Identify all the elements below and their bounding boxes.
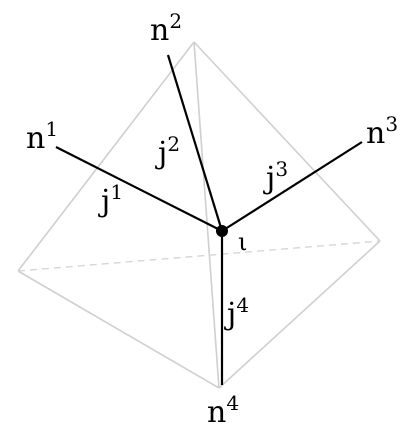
- tetra-edge-left-bottom: [17, 270, 220, 389]
- node-dot: [216, 225, 228, 237]
- tetra-edge-hidden: [17, 240, 381, 272]
- link-1: [55, 146, 223, 232]
- vertex-label-3: n3: [366, 112, 398, 151]
- tetrahedron-outline: [17, 41, 381, 389]
- vertex-label-1: n1: [26, 117, 58, 156]
- vertex-label-2: n2: [150, 9, 182, 48]
- edge-label-2: j2: [155, 132, 180, 171]
- tetra-edge-right-bottom: [218, 240, 381, 389]
- node-label-iota: ι: [238, 228, 247, 256]
- edge-label-3: j3: [263, 157, 288, 196]
- edge-label-1: j1: [98, 180, 123, 219]
- link-2: [166, 54, 224, 232]
- links: [55, 54, 363, 385]
- link-3: [221, 141, 363, 232]
- tetra-edge-top-right: [193, 41, 381, 242]
- edge-label-4: j4: [224, 293, 249, 332]
- tetra-edge-top-bottom: [193, 41, 220, 389]
- tetra-edge-top-left: [17, 41, 195, 272]
- vertex-label-4: n4: [207, 391, 239, 430]
